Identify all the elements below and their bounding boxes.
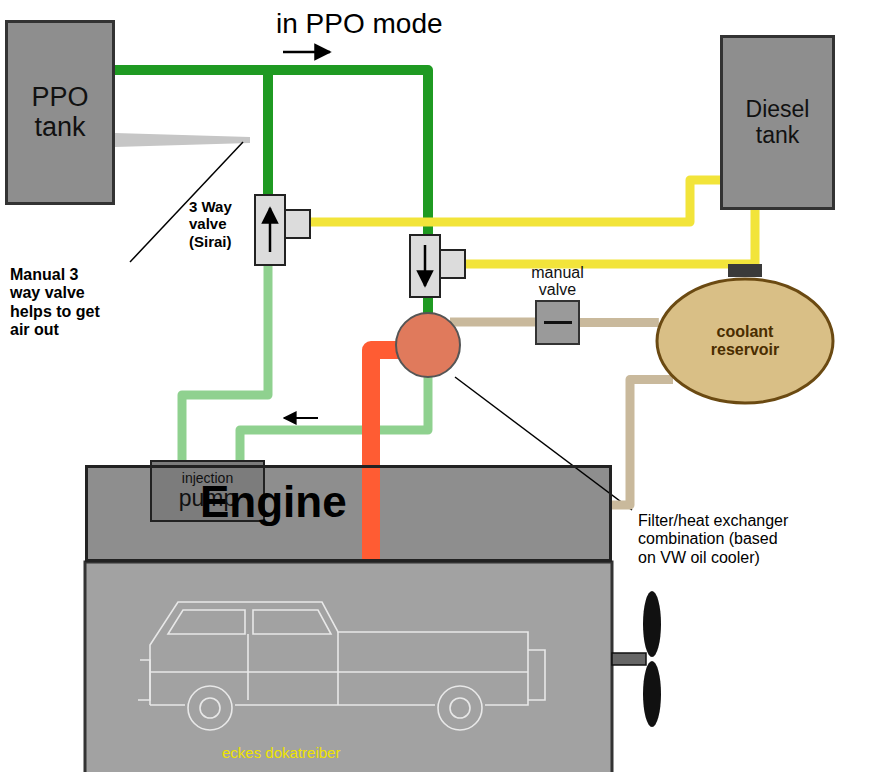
tank-box: Diesel tank: [720, 35, 835, 210]
flow-arrow: [283, 51, 330, 54]
node-label: Diesel tank: [723, 97, 832, 148]
ppo-pipe: [263, 70, 273, 200]
reservoir-ellipse: coolant reservoir: [655, 277, 835, 405]
heat-exchanger: [396, 313, 460, 377]
reservoir-cap: [728, 264, 762, 277]
valve-handle: [544, 321, 572, 324]
diesel-pipe: [463, 208, 755, 264]
callout-text: Filter/heat exchanger combination (based…: [638, 512, 798, 567]
shaft: [612, 653, 646, 665]
engine-box: Engine: [85, 465, 612, 562]
bleed-line: [115, 133, 250, 147]
three-way-valve: [255, 195, 310, 265]
coolant-hose: [612, 379, 673, 505]
three-way-valve: [410, 235, 465, 297]
return-pipe: [182, 262, 268, 462]
engine-lower: [85, 562, 612, 772]
watermark: eckes dokatreiber: [222, 744, 422, 761]
reservoir-label: coolant reservoir: [690, 323, 800, 358]
note-text: Manual 3 way valve helps to get air out: [10, 266, 112, 340]
coolant-hose: [580, 318, 659, 327]
van-sketch: [138, 602, 545, 730]
valve-heading: manual valve: [518, 264, 598, 299]
engine-label: Engine: [200, 478, 347, 526]
flow-arrow: [284, 417, 318, 419]
propeller-blade: [643, 661, 661, 727]
reservoir-shape: [657, 279, 833, 403]
tank-box: PPO tank: [5, 20, 115, 205]
pipes: [115, 70, 755, 562]
diagram-title: in PPO mode: [276, 8, 443, 40]
hot-coolant-pipe: [371, 350, 405, 562]
valve-label: 3 Way valve (Sirai): [189, 198, 253, 250]
coolant-hose: [450, 318, 537, 327]
node-label: PPO tank: [8, 83, 112, 142]
propeller-blade: [643, 591, 661, 657]
leader-line: [455, 377, 632, 510]
diesel-pipe: [308, 180, 722, 222]
manual-valve: manual valve: [535, 300, 580, 345]
